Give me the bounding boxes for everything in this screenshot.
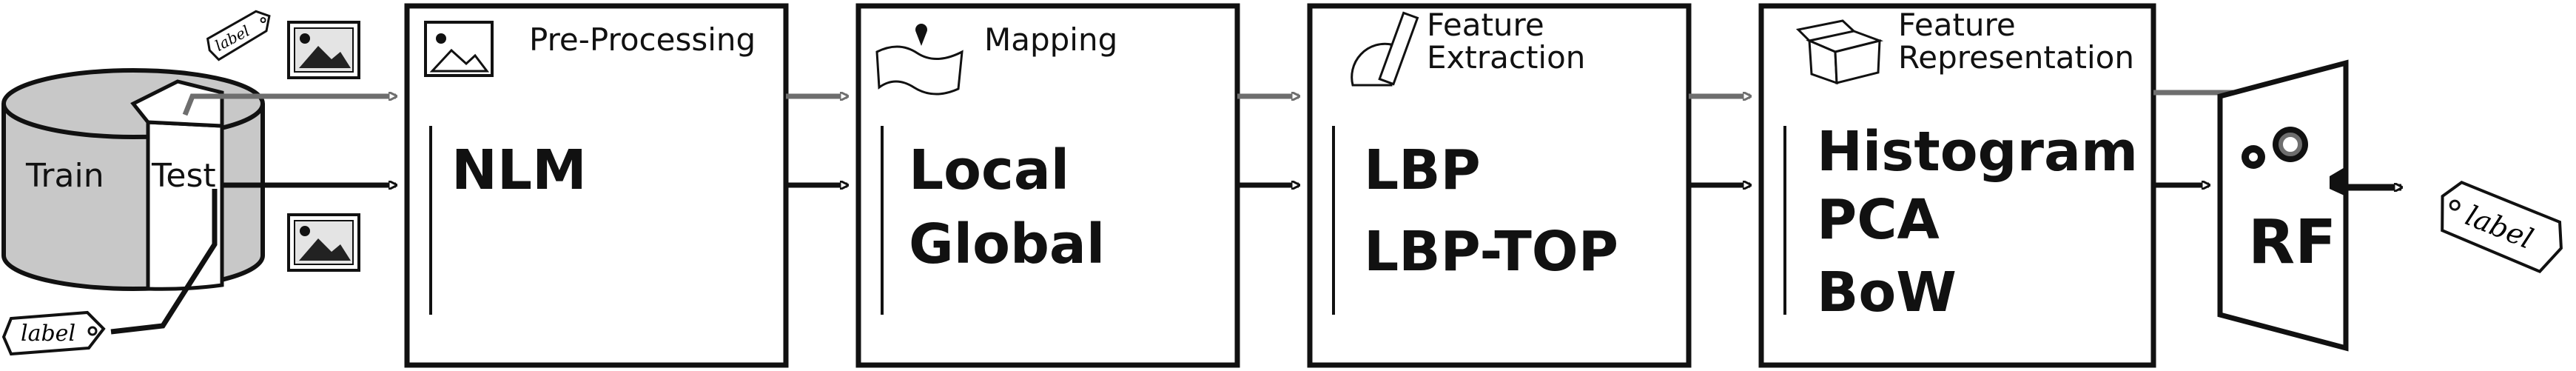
test-label: Test <box>151 157 216 195</box>
stage-feature-extraction: Feature Extraction LBP LBP-TOP <box>1307 3 1692 368</box>
image-thumbnail-top <box>287 21 360 79</box>
stage-item: PCA <box>1817 188 1940 252</box>
stage-item: LBP-TOP <box>1364 220 1618 284</box>
input-label-tag: label <box>1 310 106 356</box>
stage-item: BoW <box>1817 261 1957 324</box>
classifier-rf: RF <box>2217 59 2349 352</box>
train-label: Train <box>25 157 104 195</box>
dataset-cylinder: Train Test <box>1 68 265 291</box>
stage-item: NLM <box>451 138 587 202</box>
image-icon <box>424 21 494 77</box>
stage-title: Mapping <box>984 21 1117 58</box>
stage-preprocessing: Pre-Processing NLM <box>404 3 789 368</box>
input-tag-text: label <box>21 321 75 347</box>
stage-item: Local <box>909 138 1069 202</box>
stage-feature-representation: Feature Representation Histogram PCA BoW <box>1758 3 2156 368</box>
classifier-label: RF <box>2248 207 2336 278</box>
stage-title-line: Feature <box>1898 7 2016 43</box>
train-flow-arrow <box>182 96 396 116</box>
stage-item: Global <box>909 213 1105 276</box>
output-label-tag: label <box>2441 181 2563 274</box>
label-link-line <box>110 189 218 335</box>
stage-mapping: Mapping Local Global <box>855 3 1240 368</box>
stage-title: Pre-Processing <box>529 21 756 58</box>
stage-title-line: Representation <box>1898 39 2134 76</box>
stage-item: LBP <box>1364 138 1481 202</box>
train-label-tag: label <box>206 10 271 61</box>
box-icon <box>1795 19 1884 85</box>
map-pin-icon <box>875 24 964 96</box>
ruler-protractor-icon <box>1351 11 1419 87</box>
image-thumbnail-bottom <box>287 213 360 272</box>
stage-title-line: Feature <box>1427 7 1544 43</box>
gear-icon <box>2242 127 2308 169</box>
stage-item: Histogram <box>1817 120 2138 184</box>
stage-title-line: Extraction <box>1427 39 1585 76</box>
